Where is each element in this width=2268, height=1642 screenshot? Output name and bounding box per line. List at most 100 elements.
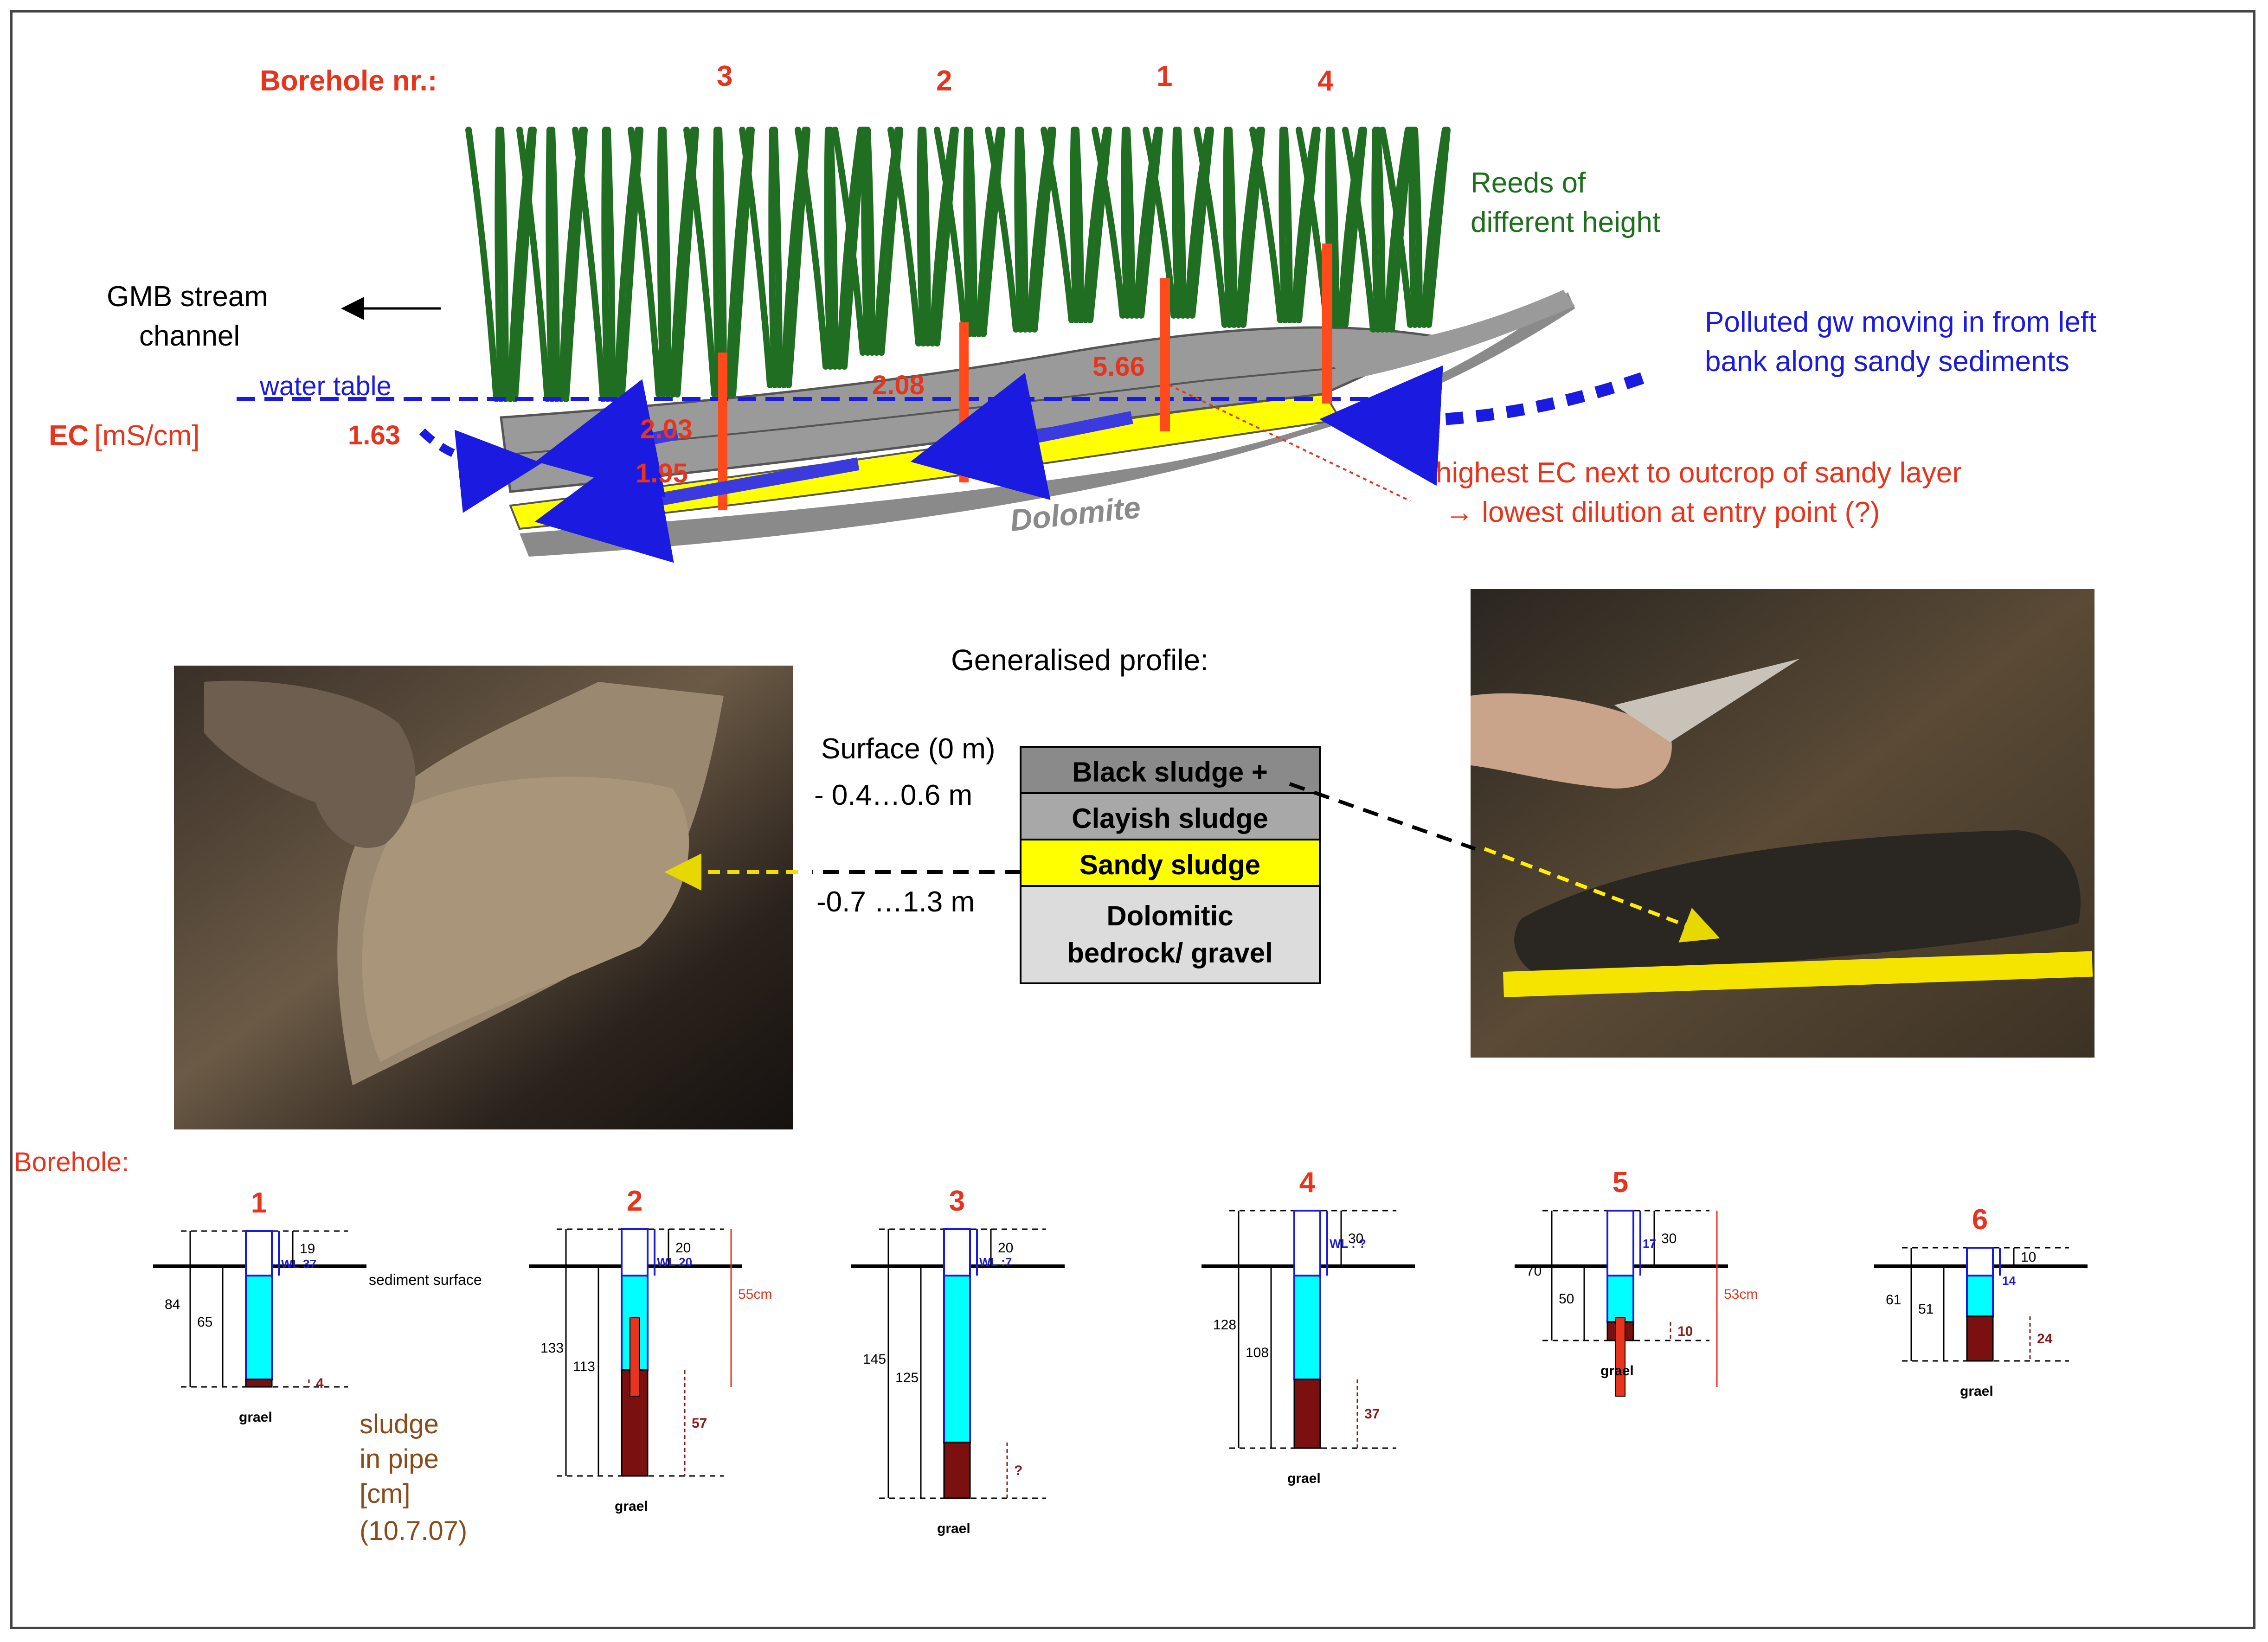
reed-blade bbox=[1041, 127, 1075, 323]
entry-arrow bbox=[1319, 365, 1645, 486]
total-depth-value: 84 bbox=[165, 1297, 180, 1312]
reed-blade bbox=[1375, 127, 1386, 333]
red-marker bbox=[630, 1317, 640, 1397]
reed-blade bbox=[827, 127, 838, 370]
ec-value-4: 2.08 bbox=[872, 370, 925, 400]
inner-depth-value: 125 bbox=[895, 1370, 919, 1385]
reed-blade bbox=[713, 127, 722, 398]
reeds bbox=[465, 127, 1451, 402]
reed-blade bbox=[1223, 127, 1233, 328]
pipe-water bbox=[245, 1275, 273, 1380]
reed-blade bbox=[1337, 127, 1365, 328]
gravel-label: grael bbox=[615, 1499, 648, 1514]
ec-value-3: 1.95 bbox=[636, 458, 688, 488]
borehole-bar-3 bbox=[718, 353, 727, 510]
layer-label-dolomitic: Dolomitic bbox=[1106, 900, 1233, 931]
water-table-label: water table bbox=[259, 371, 392, 401]
pipe-sludge bbox=[1293, 1379, 1321, 1449]
depth-label-2: -0.7 …1.3 m bbox=[816, 886, 975, 918]
reed-blade bbox=[795, 127, 829, 370]
top-value: 19 bbox=[300, 1241, 315, 1257]
borehole-bar-1 bbox=[1160, 278, 1170, 431]
layer-clayish-sludge bbox=[1020, 792, 1321, 840]
ec-value-1: 1.63 bbox=[348, 420, 400, 450]
water-level-value: WL :7 bbox=[979, 1255, 1012, 1269]
reed-blade bbox=[832, 127, 866, 356]
figure-frame bbox=[10, 10, 2255, 1629]
top-value: 30 bbox=[1348, 1231, 1363, 1246]
borehole-nr-3: 3 bbox=[717, 60, 732, 92]
reed-blade bbox=[628, 127, 662, 398]
inner-depth-value: 108 bbox=[1246, 1345, 1269, 1360]
gravel-label: grael bbox=[1600, 1363, 1634, 1379]
borehole-number-3: 3 bbox=[949, 1185, 965, 1217]
cross-section: Borehole nr.: 3 2 1 4 Reeds of different… bbox=[49, 60, 2096, 563]
sludge-value: 37 bbox=[1364, 1406, 1380, 1422]
reed-blade bbox=[516, 127, 551, 402]
inner-depth-value: 113 bbox=[573, 1359, 595, 1374]
highest-ec-label-1: highest EC next to outcrop of sandy laye… bbox=[1436, 457, 1962, 489]
reed-blade bbox=[1421, 127, 1448, 328]
reed-blade bbox=[934, 127, 959, 346]
hand bbox=[204, 680, 416, 848]
water-level-value: WL 37 bbox=[281, 1257, 316, 1271]
sludge-note-2: in pipe bbox=[360, 1444, 439, 1474]
top-value: 30 bbox=[1661, 1231, 1677, 1246]
sludge-value: 10 bbox=[1677, 1324, 1693, 1339]
sludge-value: 24 bbox=[2037, 1331, 2053, 1347]
reed-blade bbox=[1342, 127, 1367, 328]
pipe-water bbox=[943, 1275, 971, 1443]
reed-blade bbox=[861, 127, 871, 356]
reed-blade bbox=[1087, 127, 1112, 323]
reeds-label-1: Reeds of bbox=[1471, 167, 1586, 199]
reed-blade bbox=[768, 127, 778, 388]
reed-blade bbox=[1172, 127, 1182, 319]
profile-leader-right bbox=[1289, 782, 1476, 851]
layer-sandy-sludge bbox=[1020, 839, 1321, 887]
borehole-details: Borehole: sludge in pipe [cm] (10.7.07) … bbox=[14, 1147, 2088, 1546]
water-level-value: WL 20 bbox=[657, 1255, 692, 1269]
ec-value-2: 2.03 bbox=[640, 414, 693, 444]
highest-ec-leader bbox=[1169, 384, 1411, 502]
highest-ec-label-2: → lowest dilution at entry point (?) bbox=[1445, 496, 1880, 528]
reed-blade bbox=[917, 127, 926, 346]
profile-title: Generalised profile: bbox=[951, 643, 1208, 677]
reed-blade bbox=[1189, 127, 1214, 319]
measuring-tape bbox=[1503, 951, 2093, 997]
pipe-air bbox=[245, 1230, 273, 1276]
total-depth-value: 145 bbox=[863, 1352, 886, 1367]
layer-label-sand: Sandy sludge bbox=[1079, 849, 1260, 880]
gravel-label: grael bbox=[1960, 1384, 1993, 1399]
sludge-value: ? bbox=[1014, 1463, 1022, 1478]
water-level-value: 17 bbox=[1643, 1237, 1656, 1251]
water-level-value: WL : ? bbox=[1330, 1237, 1366, 1251]
reed-blade bbox=[963, 127, 973, 337]
reed-blade bbox=[771, 127, 783, 388]
total-depth-value: 128 bbox=[1213, 1317, 1236, 1333]
inner-depth-value: 51 bbox=[1918, 1302, 1934, 1317]
red-depth-value: 55cm bbox=[738, 1287, 772, 1302]
reed-blade bbox=[604, 127, 616, 402]
pipe-air bbox=[943, 1228, 971, 1276]
reed-blade bbox=[887, 127, 922, 346]
top-value: 20 bbox=[998, 1240, 1013, 1256]
gmb-label-1: GMB stream bbox=[107, 281, 268, 313]
exit-arrow bbox=[419, 428, 542, 513]
top-value: 10 bbox=[2021, 1250, 2036, 1265]
reed-blade bbox=[572, 127, 606, 402]
pipe-air bbox=[621, 1228, 649, 1276]
reed-blade bbox=[985, 127, 1019, 333]
layer-label-clay: Clayish sludge bbox=[1072, 803, 1268, 834]
core-sample bbox=[1514, 830, 2081, 979]
pipe-air bbox=[1606, 1210, 1634, 1276]
reed-blade bbox=[1328, 127, 1339, 328]
reed-blade bbox=[1138, 127, 1163, 319]
reed-blade bbox=[1408, 127, 1418, 328]
borehole-bar-2 bbox=[959, 322, 969, 482]
borehole-number-6: 6 bbox=[1972, 1204, 1988, 1236]
reed-blade bbox=[966, 127, 977, 337]
gravel-label: grael bbox=[1287, 1471, 1321, 1486]
borehole-number-1: 1 bbox=[251, 1187, 267, 1219]
